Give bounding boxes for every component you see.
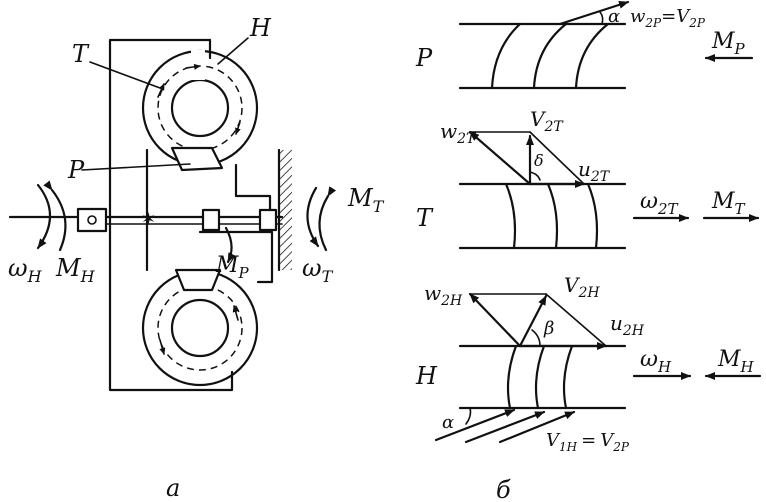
- upper-flow-arrow-1: [157, 83, 165, 98]
- reactor-hub: [234, 163, 272, 212]
- leader-pump: [217, 37, 249, 65]
- pump-inlet-arrow-2: [464, 410, 546, 444]
- row-reactor: α P w2P=V2P MP: [415, 0, 754, 90]
- lower-reactor-blade: [174, 268, 222, 292]
- pump-inlet-arrow-3: [498, 410, 576, 444]
- reactor-alpha: α: [608, 6, 620, 27]
- pump-moment: MH: [717, 347, 755, 376]
- pump-name: H: [415, 362, 438, 390]
- label-torque-reactor: MP: [215, 253, 250, 282]
- reactor-alpha-arc: [599, 11, 604, 25]
- pump-torque-arc: [43, 180, 67, 252]
- reactor-hub-lower: [198, 230, 274, 284]
- pump-omega: ωH: [640, 347, 672, 376]
- pump-blade-3: [562, 344, 574, 410]
- caption-b: б: [496, 476, 511, 502]
- pump-inlet-alpha: α: [442, 412, 454, 433]
- turbine-blade-1: [504, 182, 517, 250]
- pump-angle: β: [543, 318, 554, 339]
- label-omega-pump: ωH: [8, 254, 43, 286]
- row-turbine: δ T w2T V2T u2T ω2T MT: [416, 107, 760, 250]
- turbine-w: w2T: [440, 119, 477, 147]
- turbine-rotation-arc: [306, 186, 320, 248]
- pump-u: u2H: [610, 311, 645, 339]
- pump-w: w2H: [424, 281, 463, 309]
- pump-v-vector: [518, 294, 548, 348]
- turbine-delta-arc: [529, 171, 541, 181]
- label-torque-turbine: MT: [347, 184, 385, 216]
- leader-reactor: [81, 163, 191, 171]
- pump-housing: [108, 38, 234, 392]
- upper-torus: [141, 49, 259, 172]
- lower-torus: [141, 268, 259, 387]
- reactor-blade-1: [490, 22, 522, 90]
- figure-a-schematic: ✶: [8, 14, 385, 502]
- upper-flow-arrow-2: [235, 121, 241, 135]
- figure-b-velocity-triangles: α P w2P=V2P MP δ T w2T: [415, 0, 762, 502]
- label-reactor: P: [67, 156, 85, 184]
- reactor-torque-arc: [224, 226, 236, 264]
- turbine-blade-2: [546, 182, 559, 250]
- pump-w-vector: [468, 292, 522, 348]
- turbine-w-vector: [468, 130, 532, 186]
- pump-inlet-eq: V1H=V2P: [546, 430, 630, 454]
- pump-blade-1: [506, 344, 518, 410]
- bearing-left: [76, 207, 108, 233]
- label-torque-pump: MH: [55, 254, 96, 286]
- lower-torus-inner: [170, 298, 230, 358]
- upper-flow-arrow-3: [185, 63, 201, 70]
- pump-inlet-arrow-1: [434, 408, 516, 442]
- turbine-moment: MT: [711, 189, 746, 218]
- turbine-angle: δ: [534, 151, 544, 170]
- lower-flow-arrow-1: [159, 339, 166, 355]
- turbine-blade-3: [586, 182, 599, 250]
- caption-a: а: [166, 474, 180, 502]
- pump-inlet-alpha-arc: [465, 407, 472, 425]
- pump-v: V2H: [564, 273, 600, 301]
- reactor-velocity-eq: w2P=V2P: [630, 6, 706, 30]
- label-turbine: T: [72, 40, 90, 68]
- label-pump: H: [249, 14, 272, 42]
- bearing-left-ball: [87, 215, 97, 225]
- pump-triangle-side: [545, 293, 607, 347]
- lower-flow-arrow-2: [232, 305, 239, 321]
- turbine-triangle-side: [529, 131, 585, 185]
- turbine-u: u2T: [578, 157, 611, 185]
- upper-reactor-blade: [170, 146, 224, 172]
- upper-torus-inner: [170, 78, 230, 138]
- pump-beta-arc: [531, 329, 541, 347]
- bearing-right-2: [258, 208, 278, 232]
- reactor-moment: MP: [711, 29, 746, 58]
- reactor-blade-3: [574, 22, 610, 90]
- leader-turbine: [89, 61, 161, 89]
- bearing-right: [201, 208, 221, 232]
- reactor-blade-2: [532, 22, 568, 90]
- pump-rotation-arc: [36, 183, 51, 250]
- fixed-wall-hatch: [280, 150, 292, 270]
- reactor-name: P: [415, 44, 433, 72]
- turbine-omega: ω2T: [640, 189, 678, 218]
- reactor-exit-velocity: [558, 0, 630, 26]
- turbine-v: V2T: [530, 107, 564, 135]
- pump-blade-2: [534, 344, 546, 410]
- turbine-torque-arc: [318, 186, 337, 252]
- turbine-name: T: [416, 204, 434, 232]
- shaft-center-mark: ✶: [141, 209, 156, 230]
- label-omega-turbine: ωT: [302, 254, 334, 286]
- row-pump: β H w2H V2H u2H ωH MH α: [415, 273, 762, 454]
